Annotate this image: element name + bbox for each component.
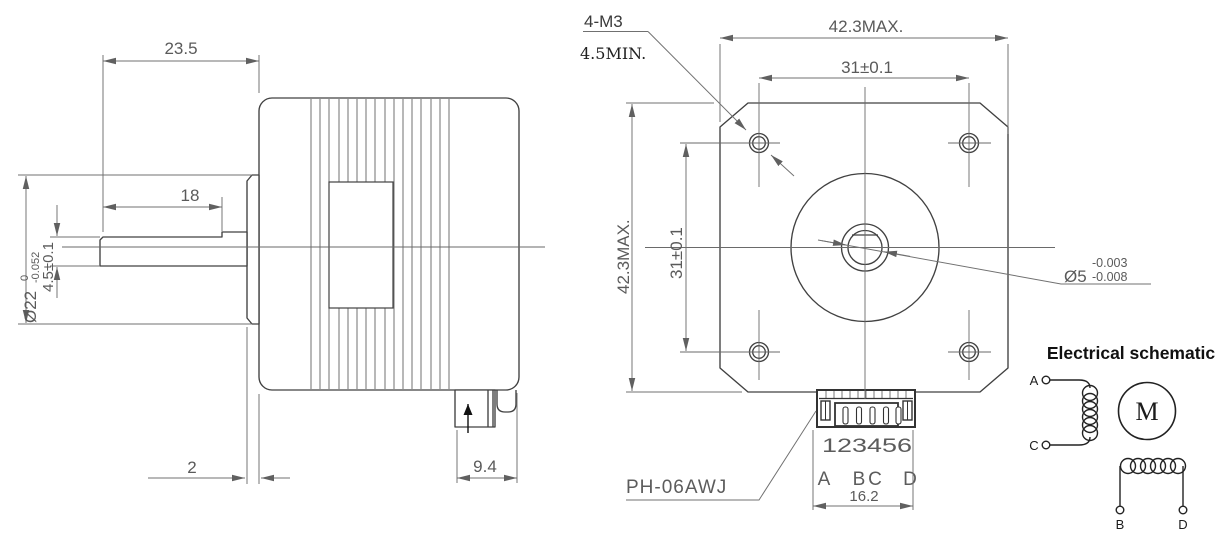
terminal-c-label: C xyxy=(1029,438,1038,453)
dim-connector-pitch: 16.2 xyxy=(812,430,914,510)
dim-boss-depth: 2 xyxy=(148,327,290,484)
connector-pin-letter-d: D xyxy=(903,469,917,490)
dim-text-boss-dia: Ø22 xyxy=(21,291,40,323)
connector-side-detail xyxy=(487,390,494,427)
shaft-dia-callout: Ø5 -0.003 -0.008 xyxy=(817,239,1151,286)
dim-text-flat-length: 18 xyxy=(181,186,200,205)
dim-text-connector-pitch: 16.2 xyxy=(849,488,878,505)
label-thread-depth: 4.5MIN. xyxy=(580,44,646,63)
terminal-a xyxy=(1041,375,1051,385)
mount-hole-bottom-left xyxy=(680,310,780,380)
motor-symbol-label: M xyxy=(1135,397,1158,426)
dim-hole-spacing-h: 31±0.1 xyxy=(759,58,969,82)
dim-text-shaft-dia-lower: -0.008 xyxy=(1092,270,1127,284)
shaft-side xyxy=(99,231,248,267)
dim-text-shaft-dia-upper: -0.003 xyxy=(1092,256,1127,270)
coil-a-c: A C xyxy=(1029,373,1099,453)
nameplate-label xyxy=(328,181,394,309)
terminal-d xyxy=(1178,505,1188,515)
terminal-c xyxy=(1041,440,1051,450)
dim-text-shaft-length: 23.5 xyxy=(164,39,197,58)
terminal-d-label: D xyxy=(1178,517,1187,532)
connector-part-label: PH-06AWJ xyxy=(626,477,727,498)
connector-pins xyxy=(842,406,902,425)
mount-hole-top-left xyxy=(680,83,780,187)
connector-side xyxy=(454,389,496,428)
dim-hole-spacing-v: 31±0.1 xyxy=(667,144,690,351)
terminal-b-label: B xyxy=(1116,517,1125,532)
dim-text-connector-width: 9.4 xyxy=(473,457,497,476)
terminal-b xyxy=(1115,505,1125,515)
dim-boss-diameter: Ø22 0 -0.052 xyxy=(18,174,252,325)
connector-labels: 123456 A B C D xyxy=(818,436,917,490)
mount-hole-callout: 4-M3 4.5MIN. xyxy=(580,12,795,177)
connector-pin-numbers: 123456 xyxy=(822,436,912,457)
mount-hole-bottom-right xyxy=(948,310,991,380)
dim-text-hole-spacing-v: 31±0.1 xyxy=(667,227,686,279)
schematic-title: Electrical schematic xyxy=(1047,343,1216,363)
connector-pin-letter-b: B xyxy=(853,469,866,490)
pilot-boss xyxy=(246,174,260,325)
connector-part-callout: PH-06AWJ xyxy=(626,410,817,501)
mount-hole-top-right xyxy=(948,83,991,187)
dim-flat-length: 18 xyxy=(103,186,223,231)
dim-flat-height: 4.5±0.1 xyxy=(40,205,100,298)
dim-connector-width: 9.4 xyxy=(456,393,518,483)
connector-front xyxy=(816,389,916,428)
motor-symbol: M xyxy=(1117,381,1177,441)
dim-text-flat-height: 4.5±0.1 xyxy=(40,242,57,292)
dim-text-boss-dia-lower: -0.052 xyxy=(30,252,42,283)
coil-b-d: B D xyxy=(1115,457,1188,532)
dim-text-boss-depth: 2 xyxy=(187,458,196,477)
label-mount-holes: 4-M3 xyxy=(584,12,623,31)
dim-text-boss-dia-upper: 0 xyxy=(19,275,31,281)
dim-shaft-length: 23.5 xyxy=(102,39,260,232)
dim-height-max: 42.3MAX. xyxy=(614,102,742,393)
terminal-a-label: A xyxy=(1030,373,1039,388)
side-view: 23.5 18 Ø22 0 -0.052 4.5±0.1 xyxy=(18,39,545,484)
front-view: 42.3MAX. 31±0.1 42.3MAX. 31±0.1 4-M3 4.5… xyxy=(580,12,1151,510)
electrical-schematic: Electrical schematic A C M xyxy=(1029,343,1215,532)
rear-bottom-tab xyxy=(496,390,517,413)
dim-width-max: 42.3MAX. xyxy=(719,17,1009,134)
connector-pin-letter-a: A xyxy=(818,469,831,490)
dim-text-width-max: 42.3MAX. xyxy=(829,17,904,36)
dim-text-hole-spacing-h: 31±0.1 xyxy=(841,58,893,77)
dim-text-shaft-dia: Ø5 xyxy=(1064,267,1087,286)
connector-pin-letter-c: C xyxy=(868,469,882,490)
dim-text-height-max: 42.3MAX. xyxy=(614,219,633,294)
